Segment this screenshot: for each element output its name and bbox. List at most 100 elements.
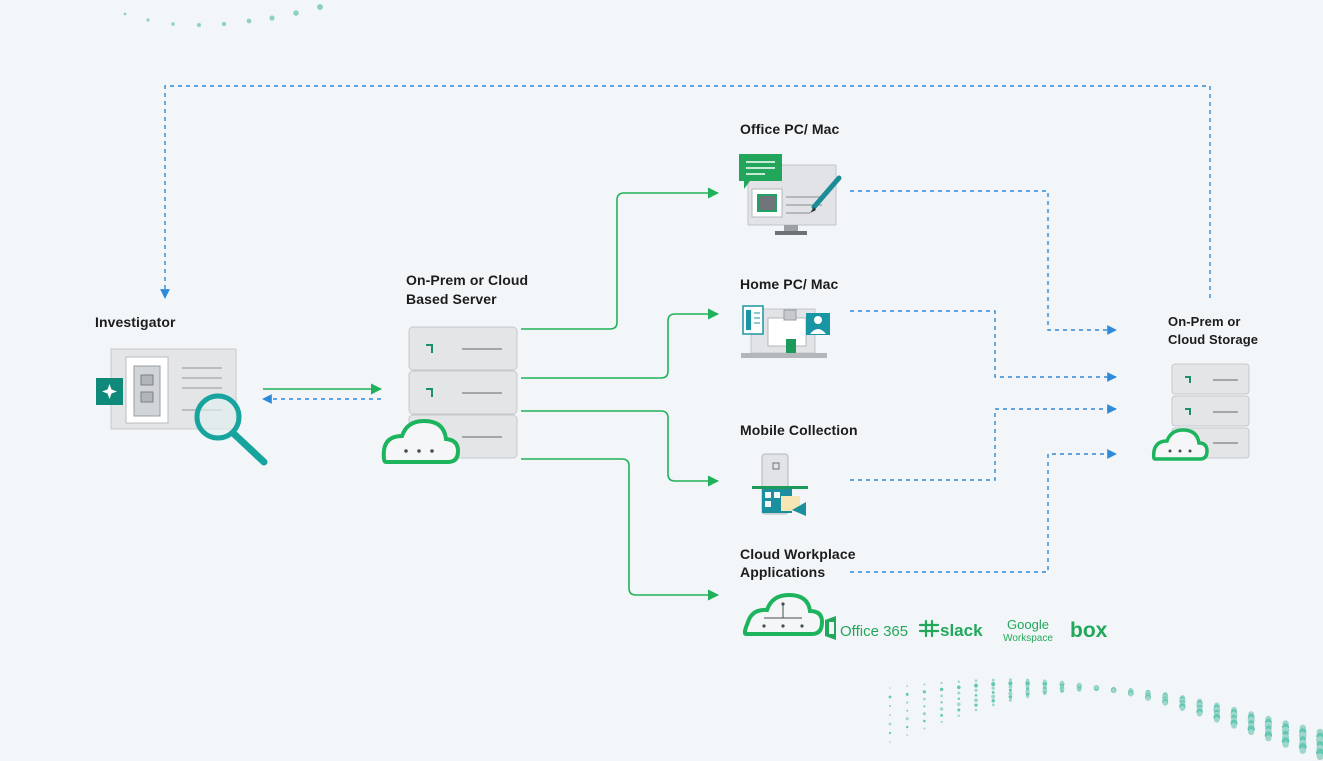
server-label: On-Prem or Cloud Based Server <box>406 271 528 309</box>
decor-dot <box>939 707 944 711</box>
decor-dot <box>905 717 909 721</box>
decor-dot <box>991 698 995 703</box>
decor-dot <box>1128 691 1134 697</box>
decor-dot <box>1060 680 1064 685</box>
decor-dot <box>991 678 995 682</box>
decor-dot <box>940 701 943 704</box>
decor-dot <box>922 712 927 716</box>
home-pc-laptop-icon <box>741 305 830 358</box>
investigator-label: Investigator <box>95 314 176 330</box>
decor-dot <box>957 680 961 683</box>
office365-icon <box>825 616 836 640</box>
decor-dot <box>1094 685 1099 690</box>
decor-dot <box>1282 741 1289 748</box>
decor-dot <box>1145 696 1151 701</box>
decor-dot <box>1025 688 1030 694</box>
decor-dot <box>1077 682 1082 687</box>
storage-label: On-Prem or Cloud Storage <box>1168 313 1258 349</box>
server-to-cloud-apps-connector <box>521 458 720 601</box>
decor-dot <box>974 698 978 703</box>
decor-dot <box>906 734 909 736</box>
decor-dot <box>956 702 961 707</box>
office-pc-to-storage-connector <box>850 190 1117 335</box>
decor-dot <box>974 688 978 693</box>
decor-dot <box>957 708 961 712</box>
decor-dot <box>1248 729 1255 736</box>
decor-dot <box>957 714 961 717</box>
decor-dot <box>1111 688 1116 693</box>
decor-dot <box>923 697 926 701</box>
decor-dot <box>1299 747 1307 754</box>
decor-dot <box>991 694 996 699</box>
decor-dot <box>1179 705 1185 711</box>
decor-dot <box>888 722 892 726</box>
decor-dot <box>906 725 909 729</box>
decor-dot <box>1008 678 1012 682</box>
decor-dot <box>940 694 944 698</box>
decor-dot <box>956 685 961 690</box>
server-to-home-pc-connector <box>521 308 720 379</box>
decor-dot <box>1025 680 1030 686</box>
decor-dot <box>940 713 944 717</box>
decor-dot <box>974 679 978 683</box>
decor-dot <box>974 693 978 697</box>
decor-dot <box>974 703 978 707</box>
decor-dot <box>1008 691 1013 696</box>
decor-dot <box>1025 686 1030 691</box>
decor-dot <box>923 683 926 686</box>
decor-dot <box>991 686 995 691</box>
google-workspace-logo-line1: Google <box>1007 617 1049 632</box>
home-pc-label: Home PC/ Mac <box>740 276 839 292</box>
server-icon <box>381 326 518 464</box>
decor-dot <box>957 697 961 700</box>
decor-dot <box>1008 684 1013 689</box>
server-to-mobile-connector <box>521 410 720 487</box>
decor-dot <box>1025 678 1030 682</box>
decor-dot <box>905 692 909 696</box>
decor-dot <box>906 685 909 688</box>
home-pc-to-storage-connector <box>850 310 1117 382</box>
decor-dot <box>1043 679 1047 683</box>
cloud-apps-cloud-icon <box>742 592 825 636</box>
decor-dot <box>889 687 891 689</box>
decor-dot <box>1196 711 1203 717</box>
decor-dot <box>940 720 943 723</box>
decor-dot <box>974 683 978 688</box>
office-pc-monitor-icon <box>739 154 842 235</box>
decor-dot <box>888 731 892 735</box>
slack-icon <box>918 619 940 638</box>
server-label-line2: Based Server <box>406 291 497 307</box>
decor-dot <box>923 719 926 723</box>
mobile-collection-label: Mobile Collection <box>740 422 858 438</box>
decor-dot <box>1162 700 1168 706</box>
investigator-icon <box>96 348 268 466</box>
decor-dot <box>889 741 891 743</box>
decor-dot <box>940 681 943 685</box>
decor-dot <box>991 682 996 687</box>
decor-dot <box>991 690 995 694</box>
decor-dot <box>1008 698 1012 702</box>
decor-dot <box>939 687 944 692</box>
box-logo-text: box <box>1070 619 1108 642</box>
storage-label-line1: On-Prem or <box>1168 314 1241 329</box>
decor-dot <box>957 691 961 695</box>
office365-logo-text: Office 365 <box>840 623 908 640</box>
decor-dot <box>906 701 909 704</box>
mobile-device-icon <box>752 453 808 516</box>
decor-dot <box>922 690 927 694</box>
decor-dot <box>1316 753 1323 761</box>
decor-dot <box>888 695 892 699</box>
cloud-apps-to-storage-connector <box>850 449 1117 573</box>
decor-dot <box>991 703 995 707</box>
decor-dot <box>1214 717 1220 723</box>
slack-logo-text: slack <box>940 621 983 640</box>
decor-dots-bottom <box>888 678 1323 761</box>
decor-dot <box>923 727 926 730</box>
decor-dot <box>1265 735 1272 742</box>
server-label-line1: On-Prem or Cloud <box>406 272 529 288</box>
server-to-office-pc-connector <box>521 187 720 330</box>
decor-dots-top <box>123 4 323 27</box>
decor-dot <box>1025 694 1030 699</box>
mobile-to-storage-connector <box>850 404 1117 481</box>
